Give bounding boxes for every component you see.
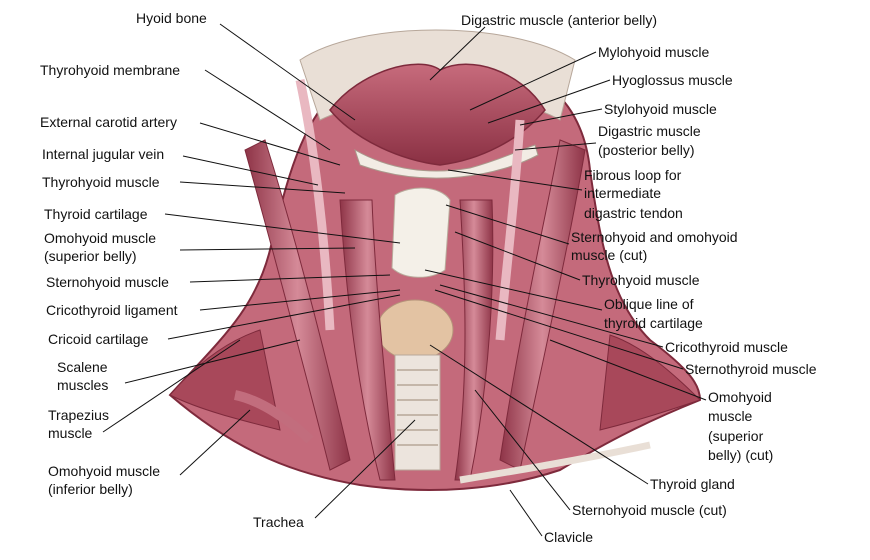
label-omohyoid-superior-line2: (superior belly)	[44, 248, 137, 264]
label-external-carotid-artery: External carotid artery	[40, 114, 177, 130]
left-strap-muscle	[339, 199, 396, 481]
label-sternohyoid-omohyoid-cut-line2: muscle (cut)	[571, 247, 648, 263]
clavicle-shape	[459, 441, 651, 484]
leader-lines	[102, 23, 707, 537]
label-sternohyoid-omohyoid-cut-line1: Sternohyoid and omohyoid	[571, 229, 738, 245]
label-trachea: Trachea	[253, 514, 304, 530]
label-thyroid-cartilage: Thyroid cartilage	[44, 206, 148, 222]
label-cricoid-cartilage: Cricoid cartilage	[48, 331, 149, 347]
label-sternothyroid-muscle: Sternothyroid muscle	[685, 361, 817, 377]
suprahyoid-muscles	[329, 63, 546, 166]
label-omohyoid-superior-cut-line2: muscle	[708, 408, 753, 424]
left-vessels	[295, 79, 335, 331]
thyroid-cartilage-shape	[391, 187, 451, 278]
label-oblique-line-line1: Oblique line of	[604, 296, 694, 312]
label-fibrous-loop-line3: digastric tendon	[584, 205, 683, 221]
label-cricothyroid-muscle: Cricothyroid muscle	[665, 339, 788, 355]
label-digastric-posterior-line2: (posterior belly)	[598, 142, 695, 158]
label-hyoglossus: Hyoglossus muscle	[612, 72, 733, 88]
trachea-shape	[394, 354, 441, 471]
label-omohyoid-inferior-line2: (inferior belly)	[48, 481, 133, 497]
label-omohyoid-superior-cut-line1: Omohyoid	[708, 389, 772, 405]
label-thyrohyoid-muscle-right: Thyrohyoid muscle	[582, 272, 700, 288]
label-hyoid-bone: Hyoid bone	[136, 10, 207, 26]
label-omohyoid-superior-line1: Omohyoid muscle	[44, 230, 157, 246]
label-internal-jugular-vein: Internal jugular vein	[42, 146, 165, 162]
label-digastric-posterior-line1: Digastric muscle	[598, 123, 701, 139]
label-trapezius-line2: muscle	[48, 425, 93, 441]
label-sternohyoid-cut: Sternohyoid muscle (cut)	[572, 502, 727, 518]
thyroid-gland-shape	[376, 299, 454, 361]
label-thyroid-gland: Thyroid gland	[650, 476, 735, 492]
label-cricothyroid-ligament: Cricothyroid ligament	[46, 302, 178, 318]
label-omohyoid-superior-cut-line4: belly) (cut)	[708, 447, 774, 463]
label-oblique-line-line2: thyroid cartilage	[604, 315, 703, 331]
label-clavicle: Clavicle	[544, 529, 594, 545]
label-scalene-line1: Scalene	[57, 359, 108, 375]
right-trapezius	[599, 334, 701, 431]
label-sternohyoid-muscle: Sternohyoid muscle	[46, 274, 169, 290]
label-omohyoid-inferior-line1: Omohyoid muscle	[48, 463, 161, 479]
label-thyrohyoid-membrane: Thyrohyoid membrane	[40, 62, 181, 78]
label-mylohyoid: Mylohyoid muscle	[598, 44, 710, 60]
label-stylohyoid: Stylohyoid muscle	[604, 101, 717, 117]
label-scalene-line2: muscles	[57, 377, 109, 393]
label-omohyoid-superior-cut-line3: (superior	[708, 428, 764, 444]
omohyoid-inferior-shape	[233, 390, 314, 444]
trachea-rings	[397, 369, 438, 446]
label-fibrous-loop-line1: Fibrous loop for	[584, 167, 682, 183]
label-trapezius-line1: Trapezius	[48, 407, 109, 423]
label-digastric-anterior: Digastric muscle (anterior belly)	[461, 12, 658, 28]
label-fibrous-loop-line2: intermediate	[584, 185, 662, 201]
label-thyrohyoid-muscle-left: Thyrohyoid muscle	[42, 174, 160, 190]
